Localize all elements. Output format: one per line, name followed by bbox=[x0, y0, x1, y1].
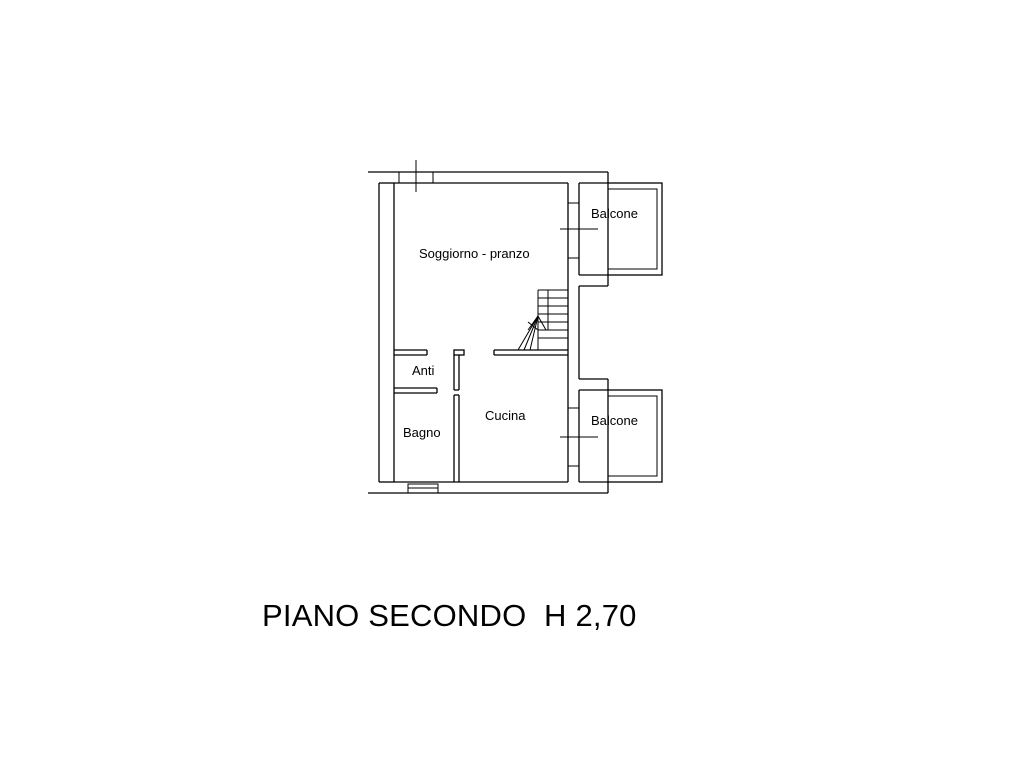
room-label-anti: Anti bbox=[412, 363, 435, 378]
room-label-balcone-top: Balcone bbox=[591, 206, 638, 221]
room-label-balcone-bottom: Balcone bbox=[591, 413, 638, 428]
balcony-top bbox=[560, 182, 663, 276]
staircase bbox=[517, 289, 568, 351]
plan-title: PIANO SECONDO H 2,70 bbox=[262, 598, 637, 633]
room-label-cucina: Cucina bbox=[485, 408, 526, 423]
interior-walls bbox=[394, 349, 568, 482]
left-exterior-wall bbox=[368, 171, 395, 494]
bottom-exterior-wall bbox=[394, 481, 608, 494]
room-label-soggiorno: Soggiorno - pranzo bbox=[419, 246, 530, 261]
balcony-bottom bbox=[560, 389, 663, 483]
room-label-bagno: Bagno bbox=[403, 425, 441, 440]
